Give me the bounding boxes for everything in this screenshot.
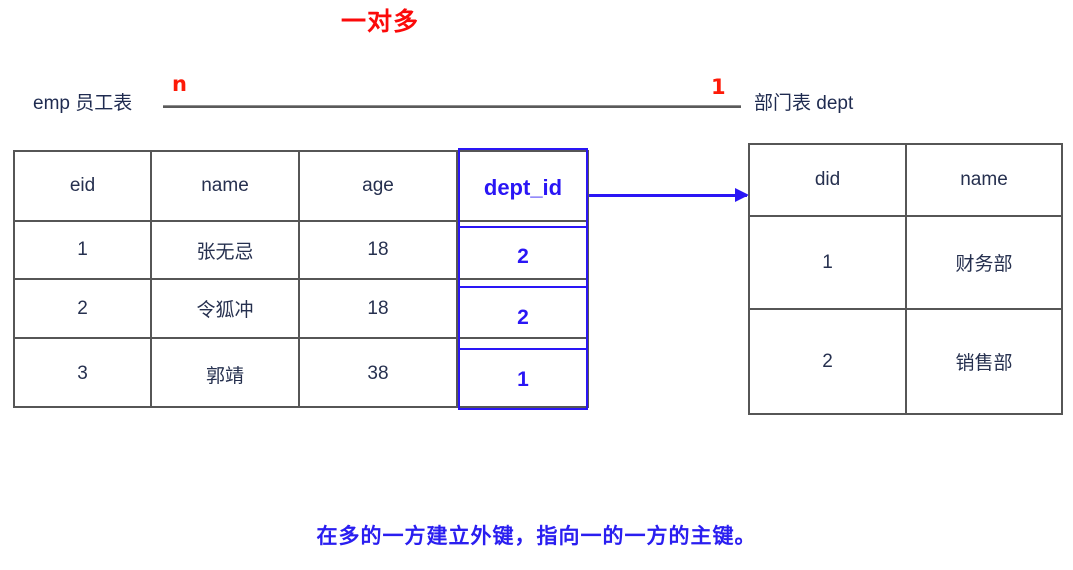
- dept-cell-did: 2: [822, 350, 833, 372]
- relationship-line: [163, 105, 741, 108]
- fk-cell-dept-id: 2: [517, 245, 529, 268]
- emp-row-divider-2: [15, 278, 587, 280]
- fk-row-divider-3: [458, 348, 588, 350]
- dept-header-did: did: [814, 169, 841, 190]
- fk-row-divider-1: [458, 226, 588, 228]
- emp-row-divider-3: [15, 337, 587, 339]
- dept-cell-name: 销售部: [955, 353, 1013, 374]
- fk-arrow-line: [589, 194, 747, 197]
- cardinality-one-badge: 1: [711, 75, 726, 99]
- emp-cell-age: 18: [367, 239, 389, 260]
- right-entity-label: 部门表 dept: [754, 93, 854, 114]
- dept-table: did name 1 财务部 2 销售部: [748, 143, 1063, 415]
- left-entity-label: emp 员工表: [33, 93, 133, 114]
- fk-column-dept-id: dept_id 2 2 1: [458, 148, 588, 410]
- emp-header-eid: eid: [69, 175, 96, 196]
- fk-cell-dept-id: 1: [517, 368, 529, 391]
- dept-header-name: name: [960, 169, 1008, 190]
- emp-header-age: age: [362, 175, 394, 196]
- fk-cell-dept-id: 2: [517, 306, 529, 329]
- dept-col-divider-1: [905, 145, 907, 413]
- fk-header-dept-id: dept_id: [483, 175, 563, 200]
- footer-note: 在多的一方建立外键，指向一的一方的主键。: [316, 525, 757, 548]
- dept-row-divider-1: [750, 215, 1061, 217]
- cardinality-many-badge: n: [172, 72, 187, 96]
- emp-cell-name: 令狐冲: [196, 300, 254, 321]
- emp-cell-age: 38: [367, 363, 389, 384]
- emp-header-name: name: [201, 175, 249, 196]
- dept-cell-name: 财务部: [955, 254, 1013, 275]
- emp-cell-eid: 3: [77, 363, 88, 384]
- emp-cell-eid: 1: [77, 239, 88, 260]
- fk-arrow-head-icon: [735, 188, 749, 202]
- diagram-title: 一对多: [340, 8, 419, 36]
- emp-cell-name: 郭靖: [205, 365, 244, 387]
- dept-row-divider-2: [750, 308, 1061, 310]
- fk-row-divider-2: [458, 286, 588, 288]
- emp-row-divider-1: [15, 220, 587, 222]
- emp-cell-eid: 2: [77, 297, 88, 319]
- emp-cell-name: 张无忌: [196, 241, 254, 263]
- emp-table: eid name age 1 张无忌 18 2 令狐冲 18 3 郭靖 38: [13, 150, 589, 408]
- dept-cell-did: 1: [822, 251, 833, 273]
- emp-cell-age: 18: [367, 297, 389, 319]
